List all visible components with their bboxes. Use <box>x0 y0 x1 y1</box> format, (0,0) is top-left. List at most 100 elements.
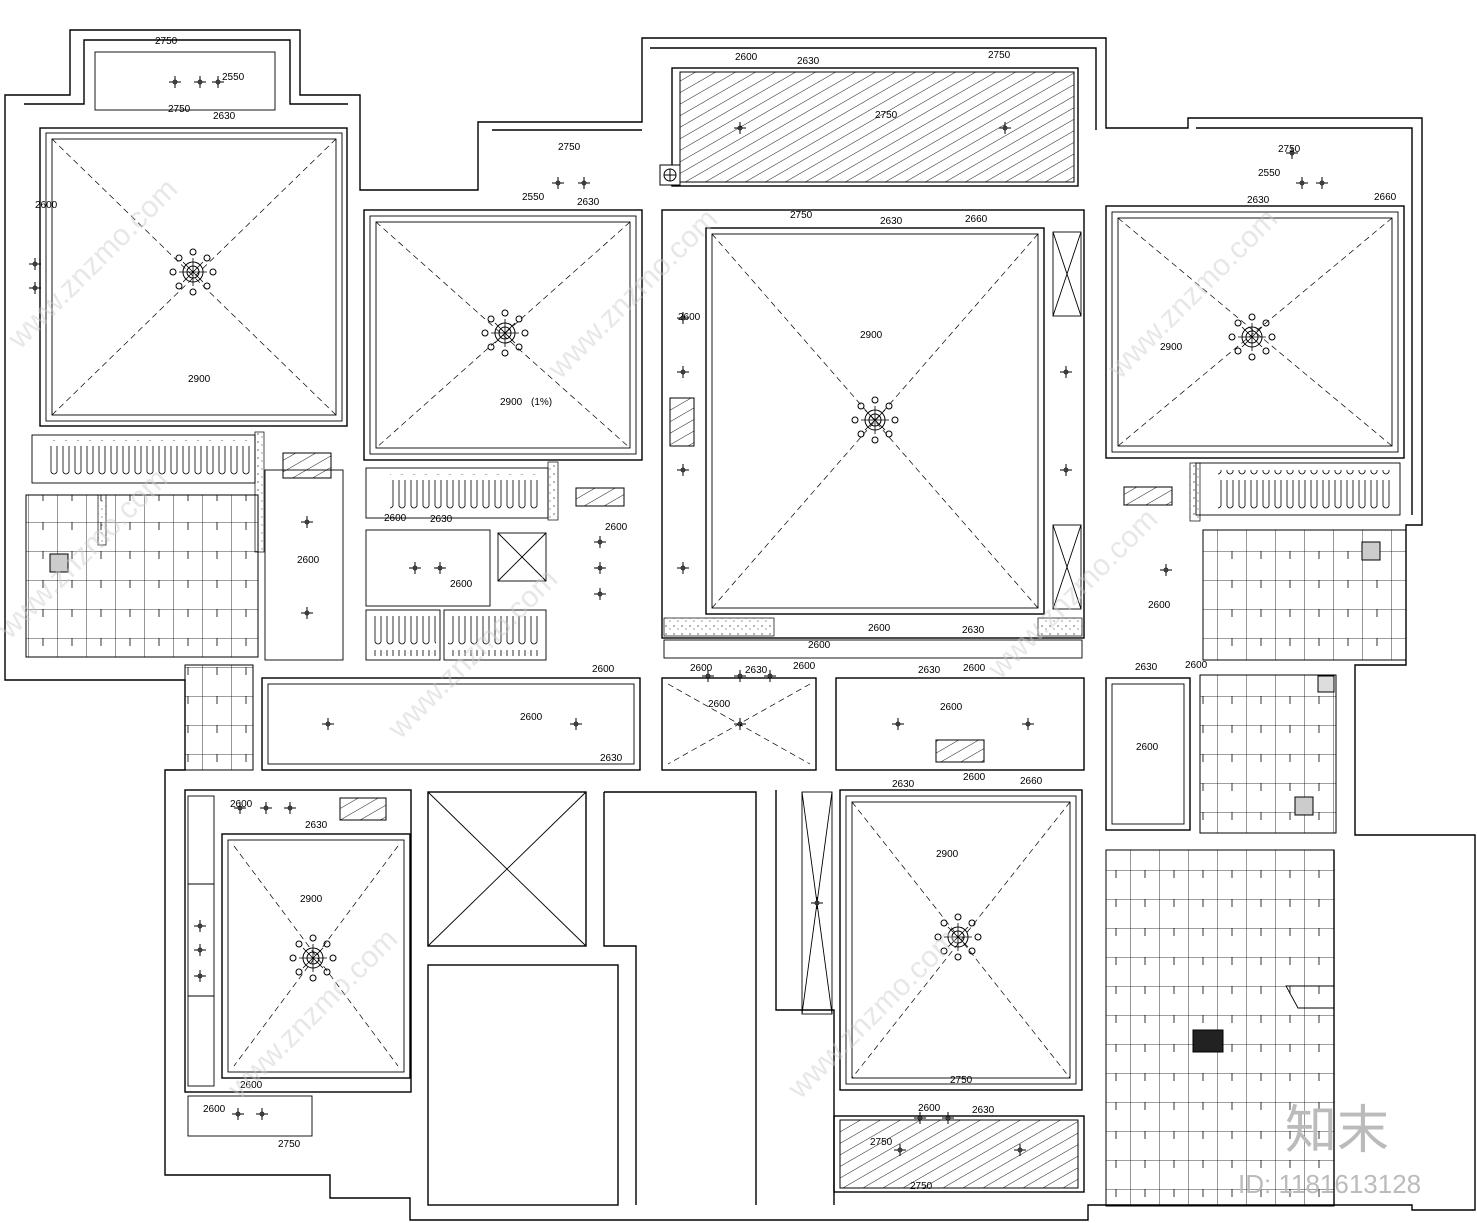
wardrobe-hangers <box>50 440 250 478</box>
room-top-left: 2750 2550 2750 2630 2600 2900 2600 <box>25 36 348 771</box>
level-label: 2600 <box>690 663 713 674</box>
watermark-text: www.znzmo.com <box>1 172 184 355</box>
spotlight-icon <box>577 176 591 190</box>
spotlight-icon <box>28 257 42 271</box>
level-label: 2600 <box>868 623 891 634</box>
room-kitchen <box>1105 849 1335 1207</box>
spotlight-icon <box>1295 176 1309 190</box>
spotlight-icon <box>300 515 314 529</box>
level-label: 2900 <box>500 397 523 408</box>
level-label: 2750 <box>950 1075 973 1086</box>
level-label: 2600 <box>963 772 986 783</box>
level-label: 2600 <box>1185 660 1208 671</box>
chandelier-icon <box>851 396 899 444</box>
level-label: 2660 <box>965 214 988 225</box>
level-label: 2600 <box>678 312 701 323</box>
level-label: 2750 <box>558 142 581 153</box>
level-label: 2600 <box>735 52 758 63</box>
level-label: 2750 <box>1278 144 1301 155</box>
level-label: 2750 <box>155 36 178 47</box>
level-label: 2630 <box>918 665 941 676</box>
watermark-text: www.znzmo.com <box>541 202 724 385</box>
level-label: 2630 <box>577 197 600 208</box>
spotlight-icon <box>193 943 207 957</box>
level-label: 2630 <box>213 111 236 122</box>
level-label: 2630 <box>1247 195 1270 206</box>
level-label: 2600 <box>297 555 320 566</box>
level-label: 2600 <box>940 702 963 713</box>
level-label: 2630 <box>962 625 985 636</box>
level-label: 2550 <box>522 192 545 203</box>
level-label: 2600 <box>384 513 407 524</box>
room-living: 2750 2630 2660 2600 2900 2600 2630 2600 <box>661 209 1085 659</box>
spotlight-icon <box>733 717 747 731</box>
chandelier-icon <box>169 248 217 296</box>
balcony-hatch <box>839 1119 1079 1189</box>
bathroom-tiles <box>1199 674 1337 834</box>
level-label: 2600 <box>203 1104 226 1115</box>
level-label: 2630 <box>892 779 915 790</box>
spotlight-icon <box>676 365 690 379</box>
outer-walls <box>4 29 1476 1221</box>
spotlight-icon <box>551 176 565 190</box>
room-top-balcony: 2600 2630 2750 2750 <box>659 50 1079 187</box>
spotlight-icon <box>1059 463 1073 477</box>
chandelier-icon <box>1228 313 1276 361</box>
room-second-bedroom: 2750 2550 2630 2900 (1%) 2600 2630 2600 … <box>363 142 643 661</box>
spotlight-icon <box>1021 717 1035 731</box>
spotlight-icon <box>1059 365 1073 379</box>
level-label: 2660 <box>1374 192 1397 203</box>
chandelier-icon <box>481 309 529 357</box>
level-label: 2750 <box>988 50 1011 61</box>
level-label: 2550 <box>1258 168 1281 179</box>
wardrobe-hangers <box>390 474 540 512</box>
corridor-strip: 2600 2630 2600 2600 2630 2600 2600 2630 … <box>261 660 1337 834</box>
level-label: 2550 <box>222 72 245 83</box>
spotlight-icon <box>810 896 824 910</box>
level-label: 2630 <box>880 216 903 227</box>
level-label: 2660 <box>1020 776 1043 787</box>
level-label: 2750 <box>278 1139 301 1150</box>
spotlight-icon <box>676 561 690 575</box>
spotlight-icon <box>676 463 690 477</box>
level-label: 2750 <box>168 104 191 115</box>
level-label: 2600 <box>240 1080 263 1091</box>
level-label: 2750 <box>870 1137 893 1148</box>
level-label: 2600 <box>520 712 543 723</box>
watermark-id: ID: 1181613128 <box>1238 1169 1421 1199</box>
level-label: 2630 <box>797 56 820 67</box>
level-label: 2600 <box>918 1103 941 1114</box>
level-label: 2900 <box>860 330 883 341</box>
spotlight-icon <box>193 969 207 983</box>
level-label: 2600 <box>793 661 816 672</box>
spotlight-icon <box>1159 563 1173 577</box>
spotlight-icon <box>168 75 182 89</box>
level-label: 2600 <box>1136 742 1159 753</box>
level-label: 2600 <box>963 663 986 674</box>
level-note: (1%) <box>531 397 552 408</box>
level-label: 2600 <box>35 200 58 211</box>
spotlight-icon <box>433 561 447 575</box>
level-label: 2600 <box>708 699 731 710</box>
level-label: 2630 <box>305 820 328 831</box>
spotlight-icon <box>300 606 314 620</box>
watermark-brand: 知末 <box>1285 1102 1389 1160</box>
spotlight-icon <box>259 801 273 815</box>
spotlight-icon <box>321 717 335 731</box>
level-label: 2630 <box>972 1105 995 1116</box>
level-label: 2630 <box>745 665 768 676</box>
room-bottom-right: 2630 2600 2660 2900 2750 2600 2630 2750 … <box>833 772 1085 1193</box>
room-bottom-left: 2600 2630 2900 2600 2600 2750 <box>184 789 412 1150</box>
level-label: 2600 <box>450 579 473 590</box>
watermark-text: www.znzmo.com <box>1101 202 1284 385</box>
level-label: 2900 <box>936 849 959 860</box>
spotlight-icon <box>408 561 422 575</box>
kitchen-tiles <box>1105 849 1335 1207</box>
spotlight-icon <box>193 919 207 933</box>
spotlight-icon <box>255 1107 269 1121</box>
room-top-right: 2750 2550 2630 2660 2900 2600 <box>1105 144 1407 661</box>
spotlight-icon <box>593 561 607 575</box>
spotlight-icon <box>28 281 42 295</box>
spotlight-icon <box>593 535 607 549</box>
